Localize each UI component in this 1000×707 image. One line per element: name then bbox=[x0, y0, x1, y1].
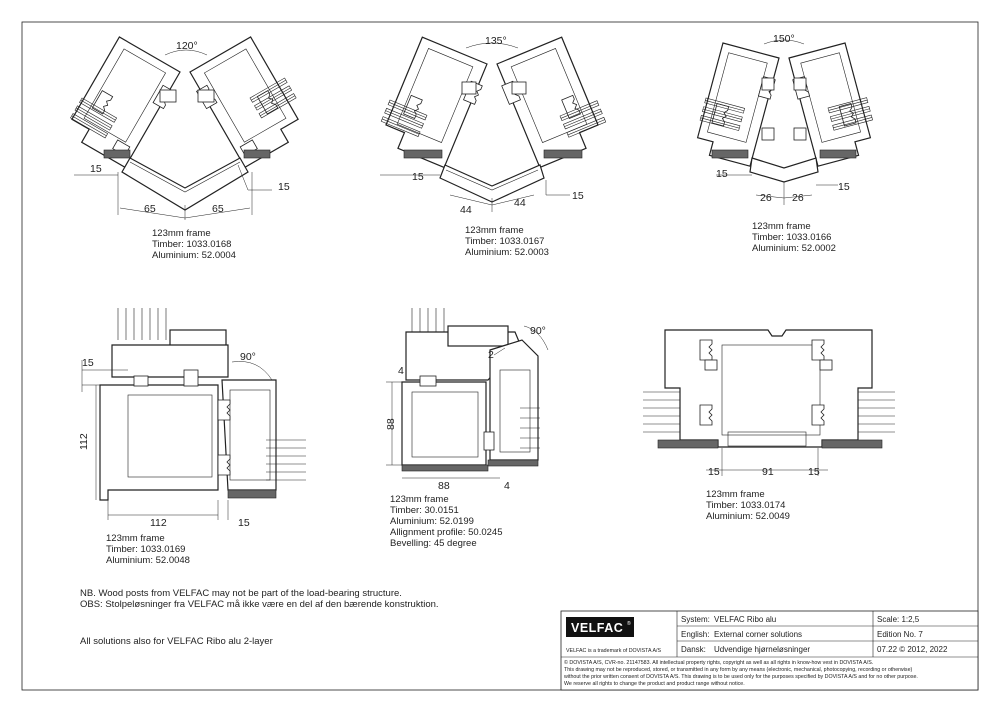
detail-135-degree: 135° 15 15 44 44 bbox=[380, 35, 607, 216]
sheet-border bbox=[21, 21, 979, 691]
dim-88-horizontal: 88 bbox=[438, 480, 450, 492]
velfac-logo-mark: ® bbox=[627, 620, 631, 627]
english-value: External corner solutions bbox=[714, 630, 802, 639]
caption-line: Timber: 1033.0166 bbox=[752, 232, 831, 243]
angle-label: 120° bbox=[176, 40, 198, 52]
dim-left-15: 15 bbox=[412, 171, 424, 183]
dim-112-vertical: 112 bbox=[78, 433, 90, 450]
angle-label: 150° bbox=[773, 33, 795, 45]
system-value: VELFAC Ribo alu bbox=[714, 615, 776, 624]
dim-15: 15 bbox=[82, 357, 94, 369]
caption-line: Aluminium: 52.0002 bbox=[752, 243, 836, 254]
caption-line: Aluminium: 52.0004 bbox=[152, 250, 236, 261]
angle-label: 90° bbox=[240, 351, 256, 363]
glass-right bbox=[520, 407, 540, 449]
glass-right bbox=[266, 439, 306, 481]
dim-left-15: 15 bbox=[90, 163, 102, 175]
detail-post: 15 91 15 bbox=[643, 329, 895, 478]
caption-90-a: 123mm frame Timber: 1033.0169 Aluminium:… bbox=[106, 533, 190, 566]
dim-left-26: 26 bbox=[760, 192, 772, 204]
dim-2: 2 bbox=[488, 349, 494, 361]
detail-150-degree: 150° 15 15 26 26 bbox=[696, 33, 873, 205]
caption-line: 123mm frame bbox=[752, 221, 811, 232]
dim-left-15: 15 bbox=[716, 168, 728, 180]
system-label: System: bbox=[681, 615, 710, 624]
dim-4-left: 4 bbox=[398, 365, 404, 377]
dim-left-44: 44 bbox=[460, 204, 472, 216]
dim-left-65: 65 bbox=[144, 203, 156, 215]
date-text: 07.22 © 2012, 2022 bbox=[877, 645, 948, 654]
detail-90-degree-post: 90° 15 112 112 15 bbox=[78, 308, 306, 529]
caption-line: Timber: 1033.0168 bbox=[152, 239, 231, 250]
dim-15-left: 15 bbox=[708, 466, 720, 478]
caption-line: Aluminium: 52.0049 bbox=[706, 511, 790, 522]
caption-line: Allignment profile: 50.0245 bbox=[390, 527, 503, 538]
caption-line: Timber: 1033.0174 bbox=[706, 500, 785, 511]
caption-line: Aluminium: 52.0199 bbox=[390, 516, 474, 527]
trademark-text: VELFAC is a trademark of DOVISTA A/S bbox=[566, 648, 661, 654]
angle-label: 90° bbox=[530, 325, 546, 337]
dim-right-65: 65 bbox=[212, 203, 224, 215]
copyright-line: without the prior written consent of DOV… bbox=[564, 674, 918, 680]
copyright-line: We reserve all rights to change the prod… bbox=[564, 681, 745, 687]
caption-line: 123mm frame bbox=[465, 225, 524, 236]
edition-text: Edition No. 7 bbox=[877, 630, 923, 639]
dansk-value: Udvendige hjørneløsninger bbox=[714, 645, 810, 654]
caption-line: 123mm frame bbox=[106, 533, 165, 544]
caption-line: Aluminium: 52.0003 bbox=[465, 247, 549, 258]
caption-120: 123mm frame Timber: 1033.0168 Aluminium:… bbox=[152, 228, 236, 261]
caption-post: 123mm frame Timber: 1033.0174 Aluminium:… bbox=[706, 489, 790, 522]
angle-label: 135° bbox=[485, 35, 507, 47]
note-obs: OBS: Stolpeløsninger fra VELFAC må ikke … bbox=[80, 599, 439, 610]
caption-line: 123mm frame bbox=[706, 489, 765, 500]
glass-right bbox=[858, 391, 895, 433]
velfac-logo bbox=[566, 617, 634, 637]
caption-line: Timber: 1033.0169 bbox=[106, 544, 185, 555]
dim-right-26: 26 bbox=[792, 192, 804, 204]
caption-150: 123mm frame Timber: 1033.0166 Aluminium:… bbox=[752, 221, 836, 254]
glass-left bbox=[643, 391, 680, 433]
velfac-logo-text: VELFAC bbox=[571, 621, 623, 635]
dim-right-44: 44 bbox=[514, 197, 526, 209]
glass-top bbox=[117, 308, 167, 340]
note-all-solutions: All solutions also for VELFAC Ribo alu 2… bbox=[80, 636, 273, 647]
caption-135: 123mm frame Timber: 1033.0167 Aluminium:… bbox=[465, 225, 549, 258]
note-nb: NB. Wood posts from VELFAC may not be pa… bbox=[80, 588, 402, 599]
detail-120-degree: 120° 15 15 65 65 bbox=[70, 36, 299, 220]
title-block: VELFAC ® VELFAC is a trademark of DOVIST… bbox=[560, 610, 979, 691]
dim-112-horizontal: 112 bbox=[150, 517, 167, 529]
caption-line: 123mm frame bbox=[390, 494, 449, 505]
dim-88-vertical: 88 bbox=[385, 418, 397, 430]
dim-4-right: 4 bbox=[504, 480, 510, 492]
dansk-label: Dansk: bbox=[681, 645, 706, 654]
dim-right-15: 15 bbox=[572, 190, 584, 202]
dim-right-15: 15 bbox=[838, 181, 850, 193]
caption-line: Timber: 30.0151 bbox=[390, 505, 459, 516]
caption-line: Timber: 1033.0167 bbox=[465, 236, 544, 247]
english-label: English: bbox=[681, 630, 709, 639]
detail-90-degree-bevelled: 90° 4 88 88 4 2 bbox=[385, 308, 549, 492]
dim-15-right: 15 bbox=[808, 466, 820, 478]
dim-right-15: 15 bbox=[278, 181, 290, 193]
caption-90-b: 123mm frame Timber: 30.0151 Aluminium: 5… bbox=[390, 494, 503, 549]
dim-91: 91 bbox=[762, 466, 774, 478]
dim-15-right: 15 bbox=[238, 517, 250, 529]
copyright-line: This drawing may not be reproduced, stor… bbox=[564, 667, 913, 673]
caption-line: Aluminium: 52.0048 bbox=[106, 555, 190, 566]
caption-line: Bevelling: 45 degree bbox=[390, 538, 477, 549]
copyright-line: © DOVISTA A/S, CVR-no. 21147583. All int… bbox=[564, 659, 873, 666]
scale-text: Scale: 1:2,5 bbox=[877, 615, 920, 624]
caption-line: 123mm frame bbox=[152, 228, 211, 239]
